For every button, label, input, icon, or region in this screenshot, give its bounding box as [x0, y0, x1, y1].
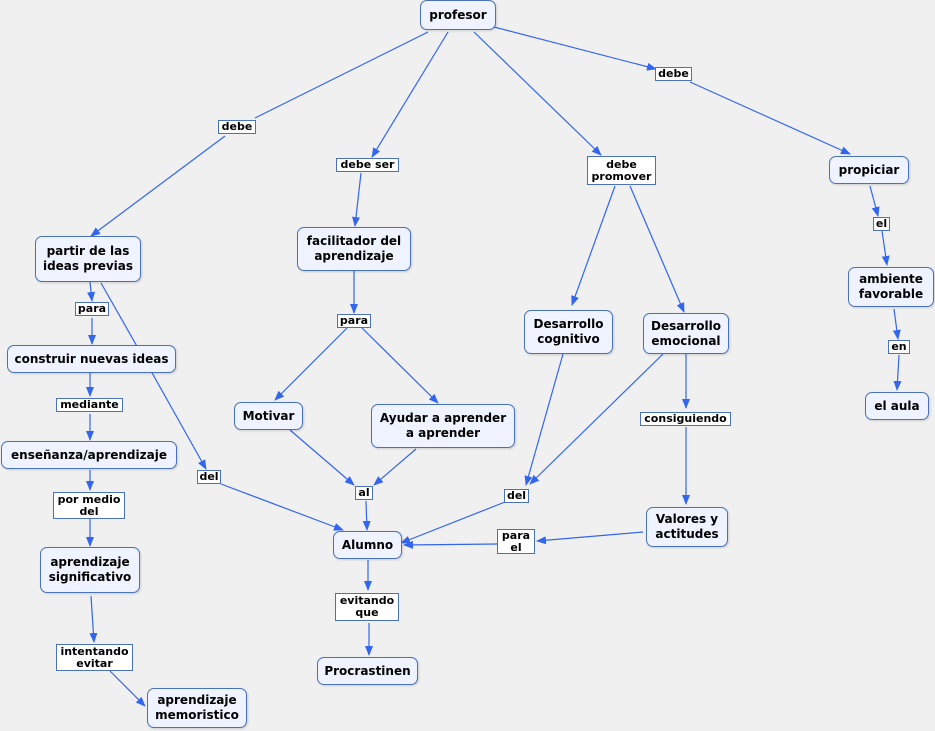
concept-construir-nuevas-ideas[interactable]: construir nuevas ideas	[7, 345, 176, 373]
concept-propiciar[interactable]: propiciar	[829, 156, 909, 184]
link-mediante[interactable]: mediante	[56, 398, 123, 412]
concept-valores-y-actitudes[interactable]: Valores y actitudes	[646, 507, 728, 547]
concept-alumno[interactable]: Alumno	[333, 531, 402, 559]
link-para-1[interactable]: para	[75, 302, 109, 316]
concept-ensenanza-aprendizaje[interactable]: enseñanza/aprendizaje	[1, 441, 177, 469]
concept-ayudar-a-aprender[interactable]: Ayudar a aprender a aprender	[371, 404, 515, 448]
link-evitando-que[interactable]: evitando que	[335, 593, 399, 621]
link-debe-right[interactable]: debe	[655, 67, 692, 81]
concept-ambiente-favorable[interactable]: ambiente favorable	[848, 267, 934, 307]
link-el[interactable]: el	[873, 217, 890, 231]
concept-aprendizaje-memoristico[interactable]: aprendizaje memoristico	[147, 688, 247, 728]
link-en[interactable]: en	[888, 340, 910, 354]
concept-partir-de-las-ideas-previas[interactable]: partir de las ideas previas	[35, 236, 141, 282]
concept-el-aula[interactable]: el aula	[865, 392, 929, 420]
link-para-2[interactable]: para	[337, 314, 371, 328]
concept-motivar[interactable]: Motivar	[234, 402, 303, 430]
concept-profesor[interactable]: profesor	[420, 0, 496, 30]
link-para-el[interactable]: para el	[497, 529, 535, 554]
link-debe-left[interactable]: debe	[218, 120, 256, 134]
link-al[interactable]: al	[355, 486, 373, 500]
concept-facilitador-del-aprendizaje[interactable]: facilitador del aprendizaje	[297, 227, 411, 271]
concept-aprendizaje-significativo[interactable]: aprendizaje significativo	[40, 547, 140, 593]
concept-desarrollo-cognitivo[interactable]: Desarrollo cognitivo	[524, 310, 613, 354]
link-por-medio-del[interactable]: por medio del	[53, 492, 125, 519]
link-del-1[interactable]: del	[197, 470, 221, 484]
link-intentando-evitar[interactable]: intentando evitar	[56, 644, 133, 671]
link-debe-promover[interactable]: debe promover	[587, 156, 656, 185]
link-consiguiendo[interactable]: consiguiendo	[640, 412, 731, 426]
concept-procrastinen[interactable]: Procrastinen	[317, 657, 418, 685]
link-del-2[interactable]: del	[504, 489, 529, 503]
concept-desarrollo-emocional[interactable]: Desarrollo emocional	[643, 313, 729, 354]
link-debe-ser[interactable]: debe ser	[336, 158, 399, 172]
